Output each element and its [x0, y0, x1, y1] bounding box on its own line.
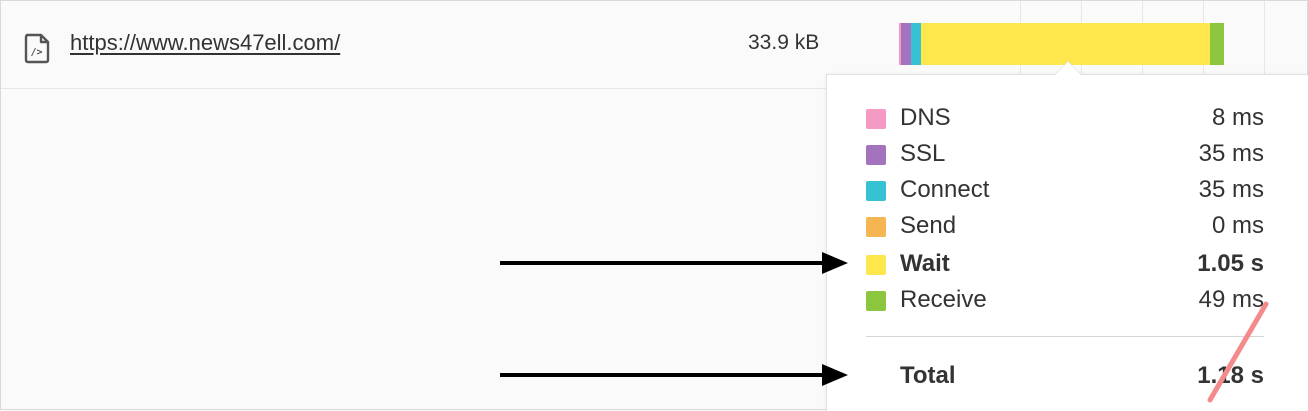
- timing-value: 49 ms: [1198, 286, 1264, 313]
- timing-value: 0 ms: [1211, 212, 1264, 239]
- timing-segment-connect: [910, 23, 921, 65]
- timing-row-receive: Receive 49 ms: [866, 286, 1264, 316]
- timing-segment-ssl: [901, 23, 911, 65]
- timing-label: SSL: [900, 140, 946, 167]
- timing-segment-dns: [899, 23, 901, 65]
- timing-row-connect: Connect 35 ms: [866, 176, 1264, 206]
- timing-row-total: Total 1.18 s: [866, 362, 1264, 392]
- timing-label: Receive: [900, 286, 987, 313]
- ssl-color-swatch: [866, 145, 886, 165]
- waterfall-timing-bar[interactable]: [899, 23, 1224, 65]
- timing-value: 8 ms: [1211, 104, 1264, 131]
- file-code-icon: />: [22, 32, 52, 64]
- connect-color-swatch: [866, 181, 886, 201]
- popover-caret: [1055, 62, 1081, 75]
- timing-label: Connect: [900, 176, 990, 203]
- send-color-swatch: [866, 217, 886, 237]
- timing-label: Wait: [900, 250, 950, 277]
- timing-value: 35 ms: [1198, 176, 1264, 203]
- wait-color-swatch: [866, 255, 886, 275]
- total-label: Total: [900, 362, 956, 389]
- timing-segment-receive: [1210, 23, 1224, 65]
- timing-value: 1.05 s: [1197, 250, 1264, 277]
- red-slash-mark: [1207, 301, 1269, 403]
- dns-color-swatch: [866, 109, 886, 129]
- timing-row-send: Send 0 ms: [866, 212, 1264, 242]
- timing-value: 35 ms: [1198, 140, 1264, 167]
- annotation-arrow-total: [500, 364, 848, 386]
- row-divider: [1, 88, 1307, 89]
- svg-text:/>: />: [31, 47, 43, 58]
- timing-label: DNS: [900, 104, 951, 131]
- transfer-size: 33.9 kB: [748, 31, 820, 54]
- timing-popover: [826, 74, 1308, 411]
- annotation-arrow-wait: [500, 252, 848, 274]
- total-divider: [866, 336, 1264, 337]
- request-url-link[interactable]: https://www.news47ell.com/: [70, 30, 341, 55]
- timing-row-dns: DNS 8 ms: [866, 104, 1264, 134]
- timing-segment-wait: [920, 23, 1211, 65]
- receive-color-swatch: [866, 291, 886, 311]
- timing-row-wait: Wait 1.05 s: [866, 250, 1264, 280]
- timing-label: Send: [900, 212, 957, 239]
- timing-row-ssl: SSL 35 ms: [866, 140, 1264, 170]
